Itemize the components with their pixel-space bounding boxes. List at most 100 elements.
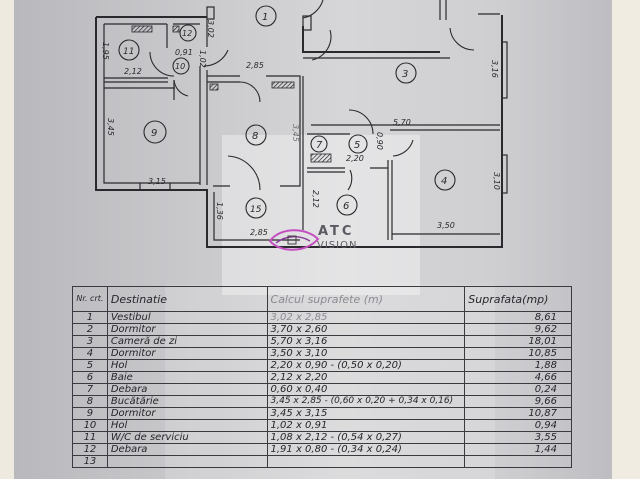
svg-text:11: 11: [123, 47, 134, 57]
cell-nr: 2: [72, 323, 108, 336]
svg-text:3,15: 3,15: [148, 177, 166, 186]
cell-nr: 6: [72, 371, 108, 384]
table-header-row: Nr. crt. Destinatie Calcul suprafete (m)…: [72, 286, 572, 312]
atc-vision-logo: [268, 229, 320, 251]
svg-text:8: 8: [252, 131, 258, 142]
table-row: 13: [72, 455, 572, 468]
table-row: 1 Vestibul 3,02 x 2,85 8,61: [72, 311, 572, 324]
svg-text:15: 15: [250, 205, 262, 215]
cell-destination: [106, 455, 268, 468]
table-row: 3 Cameră de zi 5,70 x 3,16 18,01: [72, 335, 572, 348]
cell-area: 4,66: [464, 371, 572, 384]
cell-calculation: 3,02 x 2,85: [266, 311, 466, 324]
cell-area: 3,55: [464, 431, 572, 444]
cell-destination: Bucătărie: [106, 395, 268, 408]
svg-text:2,20: 2,20: [346, 154, 364, 163]
cell-destination: Dormitor: [106, 407, 268, 420]
svg-text:5: 5: [354, 140, 360, 151]
cell-area: 0,94: [464, 419, 572, 432]
cell-calculation: 3,50 x 3,10: [266, 347, 466, 360]
cell-calculation: 3,45 x 2,85 - (0,60 x 0,20 + 0,34 x 0,16…: [266, 395, 466, 408]
table-row: 2 Dormitor 3,70 x 2,60 9,62: [72, 323, 572, 336]
cell-area: 10,85: [464, 347, 572, 360]
svg-text:3: 3: [402, 69, 408, 80]
cell-calculation: 3,70 x 2,60: [266, 323, 466, 336]
header-destination: Destinatie: [106, 286, 268, 312]
cell-calculation: 1,08 x 2,12 - (0,54 x 0,27): [266, 431, 466, 444]
cell-destination: W/C de serviciu: [106, 431, 268, 444]
svg-text:2,12: 2,12: [311, 190, 320, 208]
svg-text:2,85: 2,85: [250, 228, 268, 237]
cell-calculation: 2,20 x 0,90 - (0,50 x 0,20): [266, 359, 466, 372]
cell-nr: 7: [72, 383, 108, 396]
svg-text:3,45: 3,45: [106, 118, 115, 136]
svg-text:7: 7: [316, 140, 323, 151]
header-nr: Nr. crt.: [72, 286, 108, 312]
walls: [95, 0, 508, 248]
svg-text:5,70: 5,70: [393, 118, 411, 127]
cell-calculation: 1,91 x 0,80 - (0,34 x 0,24): [266, 443, 466, 456]
cell-destination: Debara: [106, 443, 268, 456]
cell-calculation: [266, 455, 466, 468]
shaft-hatch: [310, 153, 332, 163]
cell-destination: Vestibul: [106, 311, 268, 324]
room-markers: 1 3 4 5 6 7 8 9 10 11 12 15: [118, 5, 456, 219]
table-row: 6 Baie 2,12 x 2,20 4,66: [72, 371, 572, 384]
cell-area: 8,61: [464, 311, 572, 324]
logo-brand-top: ATC: [318, 224, 355, 239]
svg-text:12: 12: [182, 29, 192, 38]
table-row: 5 Hol 2,20 x 0,90 - (0,50 x 0,20) 1,88: [72, 359, 572, 372]
cell-calculation: 2,12 x 2,20: [266, 371, 466, 384]
svg-text:1,95: 1,95: [101, 42, 110, 60]
cell-area: 0,24: [464, 383, 572, 396]
table-row: 9 Dormitor 3,45 x 3,15 10,87: [72, 407, 572, 420]
cell-nr: 10: [72, 419, 108, 432]
cell-area: 10,87: [464, 407, 572, 420]
svg-text:4: 4: [441, 176, 447, 187]
table-row: 10 Hol 1,02 x 0,91 0,94: [72, 419, 572, 432]
cell-nr: 8: [72, 395, 108, 408]
cell-area: 1,44: [464, 443, 572, 456]
table-row: 8 Bucătărie 3,45 x 2,85 - (0,60 x 0,20 +…: [72, 395, 572, 408]
cell-destination: Baie: [106, 371, 268, 384]
svg-text:9: 9: [151, 128, 157, 139]
svg-text:0,90: 0,90: [375, 132, 384, 150]
cell-calculation: 1,02 x 0,91: [266, 419, 466, 432]
cell-area: 9,62: [464, 323, 572, 336]
svg-text:1,36: 1,36: [215, 202, 224, 220]
cell-destination: Dormitor: [106, 323, 268, 336]
cell-nr: 3: [72, 335, 108, 348]
cell-destination: Dormitor: [106, 347, 268, 360]
svg-text:2,85: 2,85: [246, 61, 264, 70]
cell-area: 9,66: [464, 395, 572, 408]
cell-calculation: 3,45 x 3,15: [266, 407, 466, 420]
cell-nr: 1: [72, 311, 108, 324]
cell-nr: 13: [72, 455, 108, 468]
logo-brand-bottom: VISION: [317, 240, 358, 251]
cell-destination: Hol: [106, 359, 268, 372]
table-row: 12 Debara 1,91 x 0,80 - (0,34 x 0,24) 1,…: [72, 443, 572, 456]
cell-nr: 11: [72, 431, 108, 444]
svg-text:3,16: 3,16: [490, 60, 499, 78]
shaft-hatch: [172, 25, 180, 33]
cell-destination: Debara: [106, 383, 268, 396]
svg-text:1: 1: [262, 12, 268, 23]
dimension-labels: 2,12 1,95 0,91 1,02 3,02 2,85 3,16 5,70 …: [101, 20, 501, 237]
photo-border-left: [0, 0, 14, 479]
table-row: 7 Debara 0,60 x 0,40 0,24: [72, 383, 572, 396]
table-row: 4 Dormitor 3,50 x 3,10 10,85: [72, 347, 572, 360]
room-areas-table: Nr. crt. Destinatie Calcul suprafete (m)…: [72, 286, 572, 468]
cell-nr: 5: [72, 359, 108, 372]
door-swings: [149, 0, 475, 191]
svg-text:0,91: 0,91: [175, 48, 193, 57]
svg-text:2,12: 2,12: [124, 67, 142, 76]
cell-destination: Cameră de zi: [106, 335, 268, 348]
svg-text:3,50: 3,50: [437, 221, 455, 230]
table-row: 11 W/C de serviciu 1,08 x 2,12 - (0,54 x…: [72, 431, 572, 444]
svg-text:3,02: 3,02: [206, 20, 215, 38]
cell-nr: 9: [72, 407, 108, 420]
cell-area: [464, 455, 572, 468]
header-calculation: Calcul suprafete (m): [266, 286, 466, 312]
svg-text:1,02: 1,02: [198, 50, 207, 68]
